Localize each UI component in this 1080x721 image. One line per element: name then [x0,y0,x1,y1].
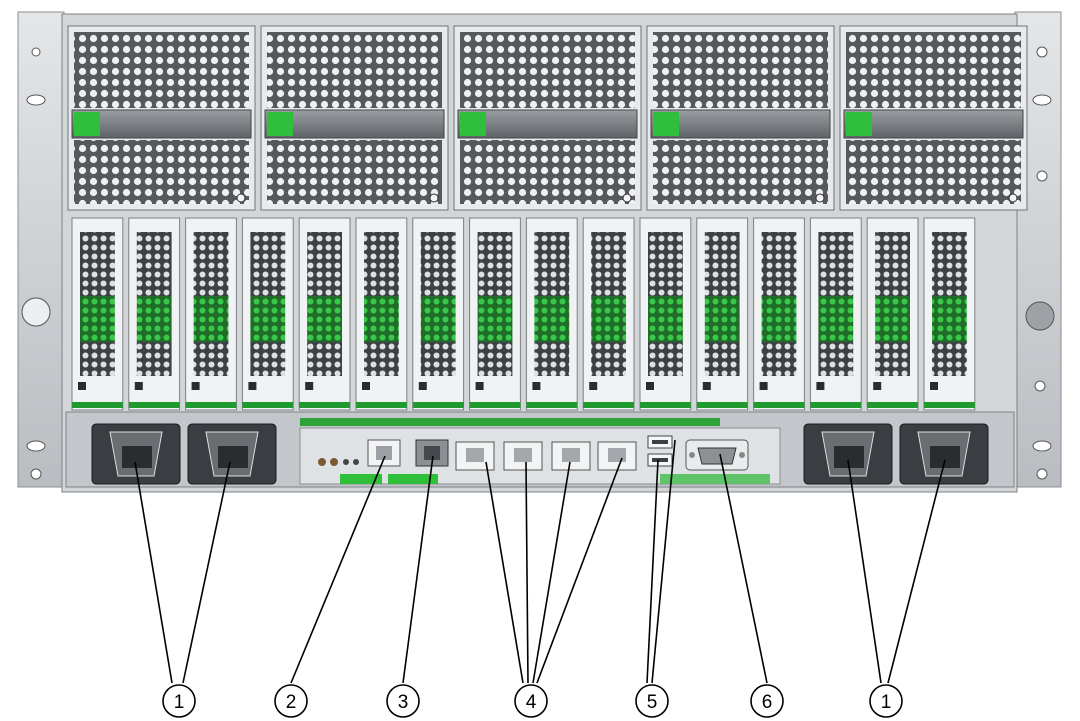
callout-1-left: 1 [162,684,196,718]
power-inlet-1c[interactable] [803,423,893,485]
pcie-slot-2[interactable] [185,217,237,411]
net-mgt-port[interactable] [367,439,401,467]
rack-ear-holes [21,46,1055,480]
fan-module-3[interactable] [646,25,835,211]
pcie-slot-3[interactable] [241,217,294,411]
power-inlet-1a[interactable] [91,423,181,485]
callout-4: 4 [514,684,548,718]
svg-text:4: 4 [526,692,537,713]
network-port-1[interactable] [503,441,543,471]
fan-release-tab[interactable] [460,112,486,136]
fan-release-handle[interactable] [71,109,252,139]
svg-text:3: 3 [398,692,409,713]
leader-lines [134,439,946,684]
power-inlet-1d[interactable] [899,423,989,485]
power-inlet-1b[interactable] [187,423,277,485]
left-rack-ear [17,11,65,488]
pcie-slot-15[interactable] [923,217,976,411]
sp-green-tab-bottom[interactable] [660,474,770,484]
fan-release-tab[interactable] [74,112,100,136]
pcie-slot-10[interactable] [639,217,692,411]
callout-3: 3 [386,684,420,718]
pcie-slot-4[interactable] [298,217,351,411]
fan-module-2[interactable] [453,25,642,211]
network-port-3[interactable] [597,441,637,471]
svg-text:5: 5 [647,692,658,713]
svg-text:6: 6 [762,692,773,713]
pcie-slot-13[interactable] [809,217,862,411]
pcie-slot-7[interactable] [469,217,521,411]
io-panel [65,411,1015,488]
svg-text:2: 2 [286,692,297,713]
fan-module-0[interactable] [67,25,256,211]
fan-release-handle[interactable] [457,109,638,139]
svg-text:1: 1 [174,692,185,713]
callout-2: 2 [274,684,308,718]
fan-module-1[interactable] [260,25,449,211]
callout-1-right: 1 [869,684,903,718]
fan-release-tab[interactable] [267,112,293,136]
sp-green-tab-right[interactable] [388,474,438,484]
pcie-slot-9[interactable] [582,217,635,411]
pcie-slot-1[interactable] [128,217,181,411]
green-led-strip [300,418,720,426]
pcie-slot-row [71,217,976,411]
pcie-slot-8[interactable] [525,217,578,411]
video-port[interactable] [685,439,749,471]
callout-5: 5 [635,684,669,718]
status-leds [318,458,359,466]
svg-text:1: 1 [881,692,892,713]
fan-module-4[interactable] [839,25,1028,211]
pcie-slot-11[interactable] [696,217,749,411]
fan-release-tab[interactable] [846,112,872,136]
sp-green-tab-left[interactable] [340,474,382,484]
pcie-slot-0[interactable] [71,217,124,411]
network-port-2[interactable] [551,441,591,471]
network-port-0[interactable] [455,441,495,471]
callout-6: 6 [750,684,784,718]
pcie-slot-6[interactable] [412,217,465,411]
usb-port-1[interactable] [647,453,673,467]
pcie-slot-5[interactable] [355,217,408,411]
pcie-slot-14[interactable] [866,217,919,411]
fan-module-row [67,25,1028,211]
fan-release-handle[interactable] [843,109,1024,139]
pcie-slot-12[interactable] [753,217,805,411]
usb-port-0[interactable] [647,435,673,449]
fan-release-handle[interactable] [264,109,445,139]
fan-release-handle[interactable] [650,109,831,139]
fan-release-tab[interactable] [653,112,679,136]
